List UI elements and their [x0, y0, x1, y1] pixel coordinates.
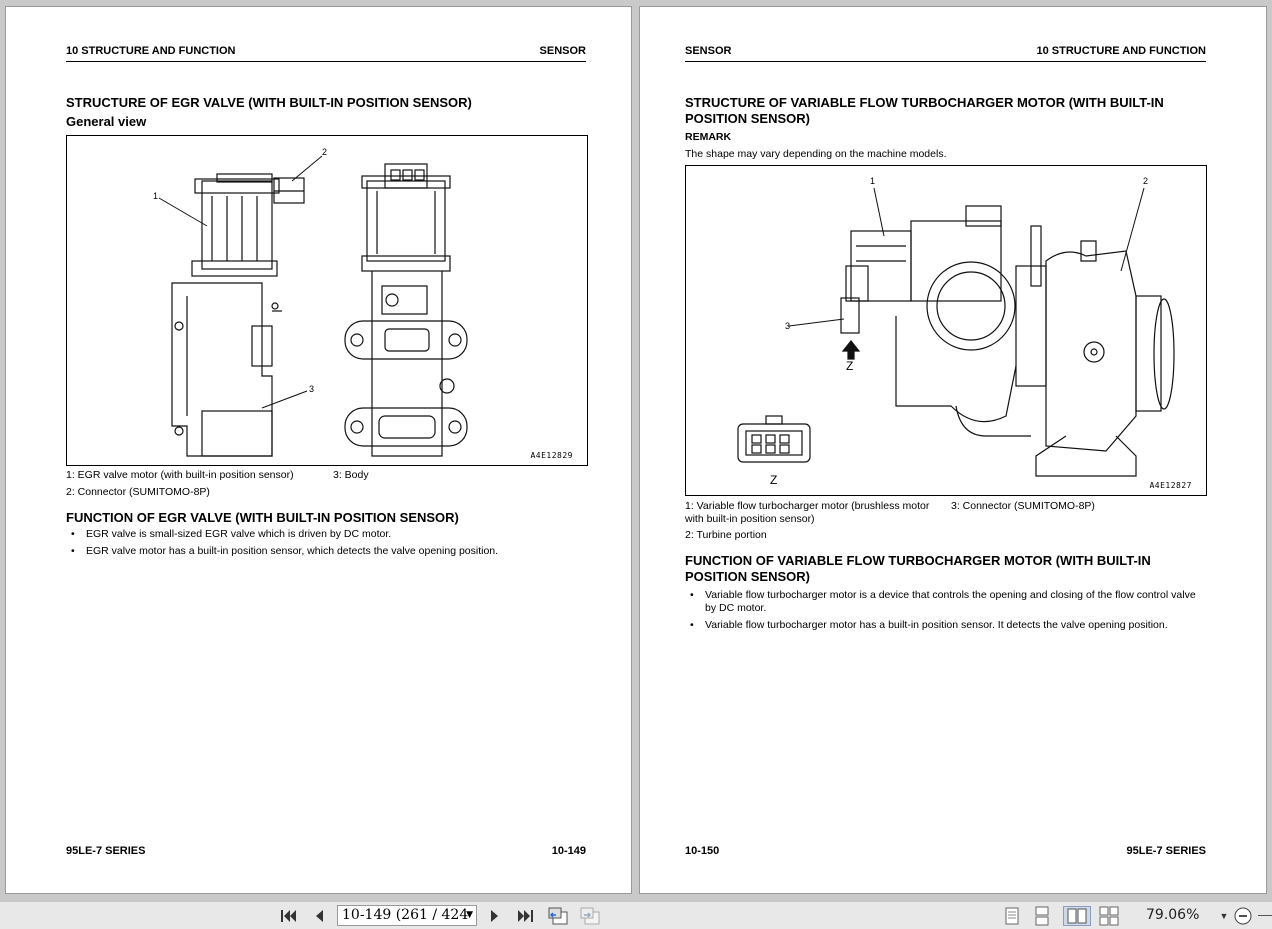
footer-right: 95LE-7 SERIES — [1126, 845, 1206, 857]
zoom-dropdown-icon[interactable]: ▼ — [1219, 911, 1229, 921]
legend-item-2: 2: Connector (SUMITOMO-8P) — [66, 486, 210, 498]
figure-code: A4E12827 — [1149, 481, 1192, 490]
page-number-field[interactable]: 10-149 (261 / 424 ▼ — [337, 905, 477, 926]
continuous-icon[interactable] — [1031, 906, 1053, 926]
remark-label: REMARK — [685, 131, 732, 143]
single-page-icon[interactable] — [1001, 906, 1023, 926]
legend-item-3: 3: Body — [333, 469, 369, 481]
viewer-toolbar: 10-149 (261 / 424 ▼ 79.06% ▼ — [0, 902, 1272, 929]
legend-item-1: 1: Variable flow turbocharger motor (bru… — [685, 500, 930, 525]
callout-1: 1 — [870, 176, 876, 186]
function-title: FUNCTION OF EGR VALVE (WITH BUILT-IN POS… — [66, 510, 459, 525]
prev-page-icon[interactable] — [308, 906, 330, 926]
page-dropdown-icon[interactable]: ▼ — [466, 910, 473, 920]
section-subtitle: General view — [66, 114, 147, 129]
left-page: 10 STRUCTURE AND FUNCTION SENSOR STRUCTU… — [5, 6, 632, 894]
header-left: 10 STRUCTURE AND FUNCTION — [66, 45, 236, 57]
footer-left: 10-150 — [685, 845, 720, 857]
zoom-slider[interactable] — [1258, 915, 1272, 916]
function-bullets: Variable flow turbocharger motor is a de… — [685, 589, 1207, 636]
last-page-icon[interactable] — [513, 906, 537, 926]
function-bullets: EGR valve is small-sized EGR valve which… — [66, 528, 586, 562]
footer-left: 95LE-7 SERIES — [66, 845, 146, 857]
page-header: SENSOR 10 STRUCTURE AND FUNCTION — [685, 45, 1206, 62]
turbocharger-figure: 1 2 3 Z Z A4E12827 — [685, 165, 1207, 496]
right-page: SENSOR 10 STRUCTURE AND FUNCTION STRUCTU… — [639, 6, 1267, 894]
next-view-icon[interactable] — [578, 906, 602, 926]
header-right: SENSOR — [539, 45, 586, 57]
figure-code: A4E12829 — [530, 451, 573, 460]
egr-valve-figure: 1 2 3 A4E12829 — [66, 135, 588, 466]
egr-valve-drawing — [158, 155, 468, 457]
bullet-item: Variable flow turbocharger motor is a de… — [685, 589, 1207, 615]
two-page-continuous-icon[interactable] — [1097, 906, 1121, 926]
callout-2: 2 — [1143, 176, 1149, 186]
view-z-arrow-label: Z — [846, 359, 854, 373]
bullet-item: EGR valve is small-sized EGR valve which… — [66, 528, 586, 541]
bullet-item: Variable flow turbocharger motor has a b… — [685, 619, 1207, 632]
next-page-icon[interactable] — [484, 906, 506, 926]
legend-item-1: 1: EGR valve motor (with built-in positi… — [66, 469, 294, 481]
first-page-icon[interactable] — [278, 906, 300, 926]
bullet-item: EGR valve motor has a built-in position … — [66, 545, 586, 558]
zoom-out-icon[interactable] — [1232, 906, 1254, 926]
page-header: 10 STRUCTURE AND FUNCTION SENSOR — [66, 45, 586, 62]
header-right: 10 STRUCTURE AND FUNCTION — [1036, 45, 1207, 57]
callout-3: 3 — [785, 321, 791, 331]
function-title: FUNCTION OF VARIABLE FLOW TURBOCHARGER M… — [685, 553, 1151, 584]
zoom-level[interactable]: 79.06% — [1146, 907, 1200, 923]
header-left: SENSOR — [685, 45, 732, 57]
callout-3: 3 — [309, 384, 315, 394]
remark-text: The shape may vary depending on the mach… — [685, 148, 947, 160]
view-z-connector-label: Z — [770, 473, 778, 487]
callout-2: 2 — [322, 147, 328, 157]
legend-item-3: 3: Connector (SUMITOMO-8P) — [951, 500, 1095, 512]
legend-item-2: 2: Turbine portion — [685, 529, 767, 541]
page-number-value: 10-149 (261 / 424 — [342, 907, 469, 923]
section-title: STRUCTURE OF EGR VALVE (WITH BUILT-IN PO… — [66, 95, 472, 110]
callout-1: 1 — [153, 191, 159, 201]
footer-right: 10-149 — [551, 845, 586, 857]
turbocharger-drawing — [737, 187, 1175, 477]
section-title: STRUCTURE OF VARIABLE FLOW TURBOCHARGER … — [685, 95, 1164, 126]
two-page-icon[interactable] — [1063, 906, 1091, 926]
previous-view-icon[interactable] — [546, 906, 570, 926]
